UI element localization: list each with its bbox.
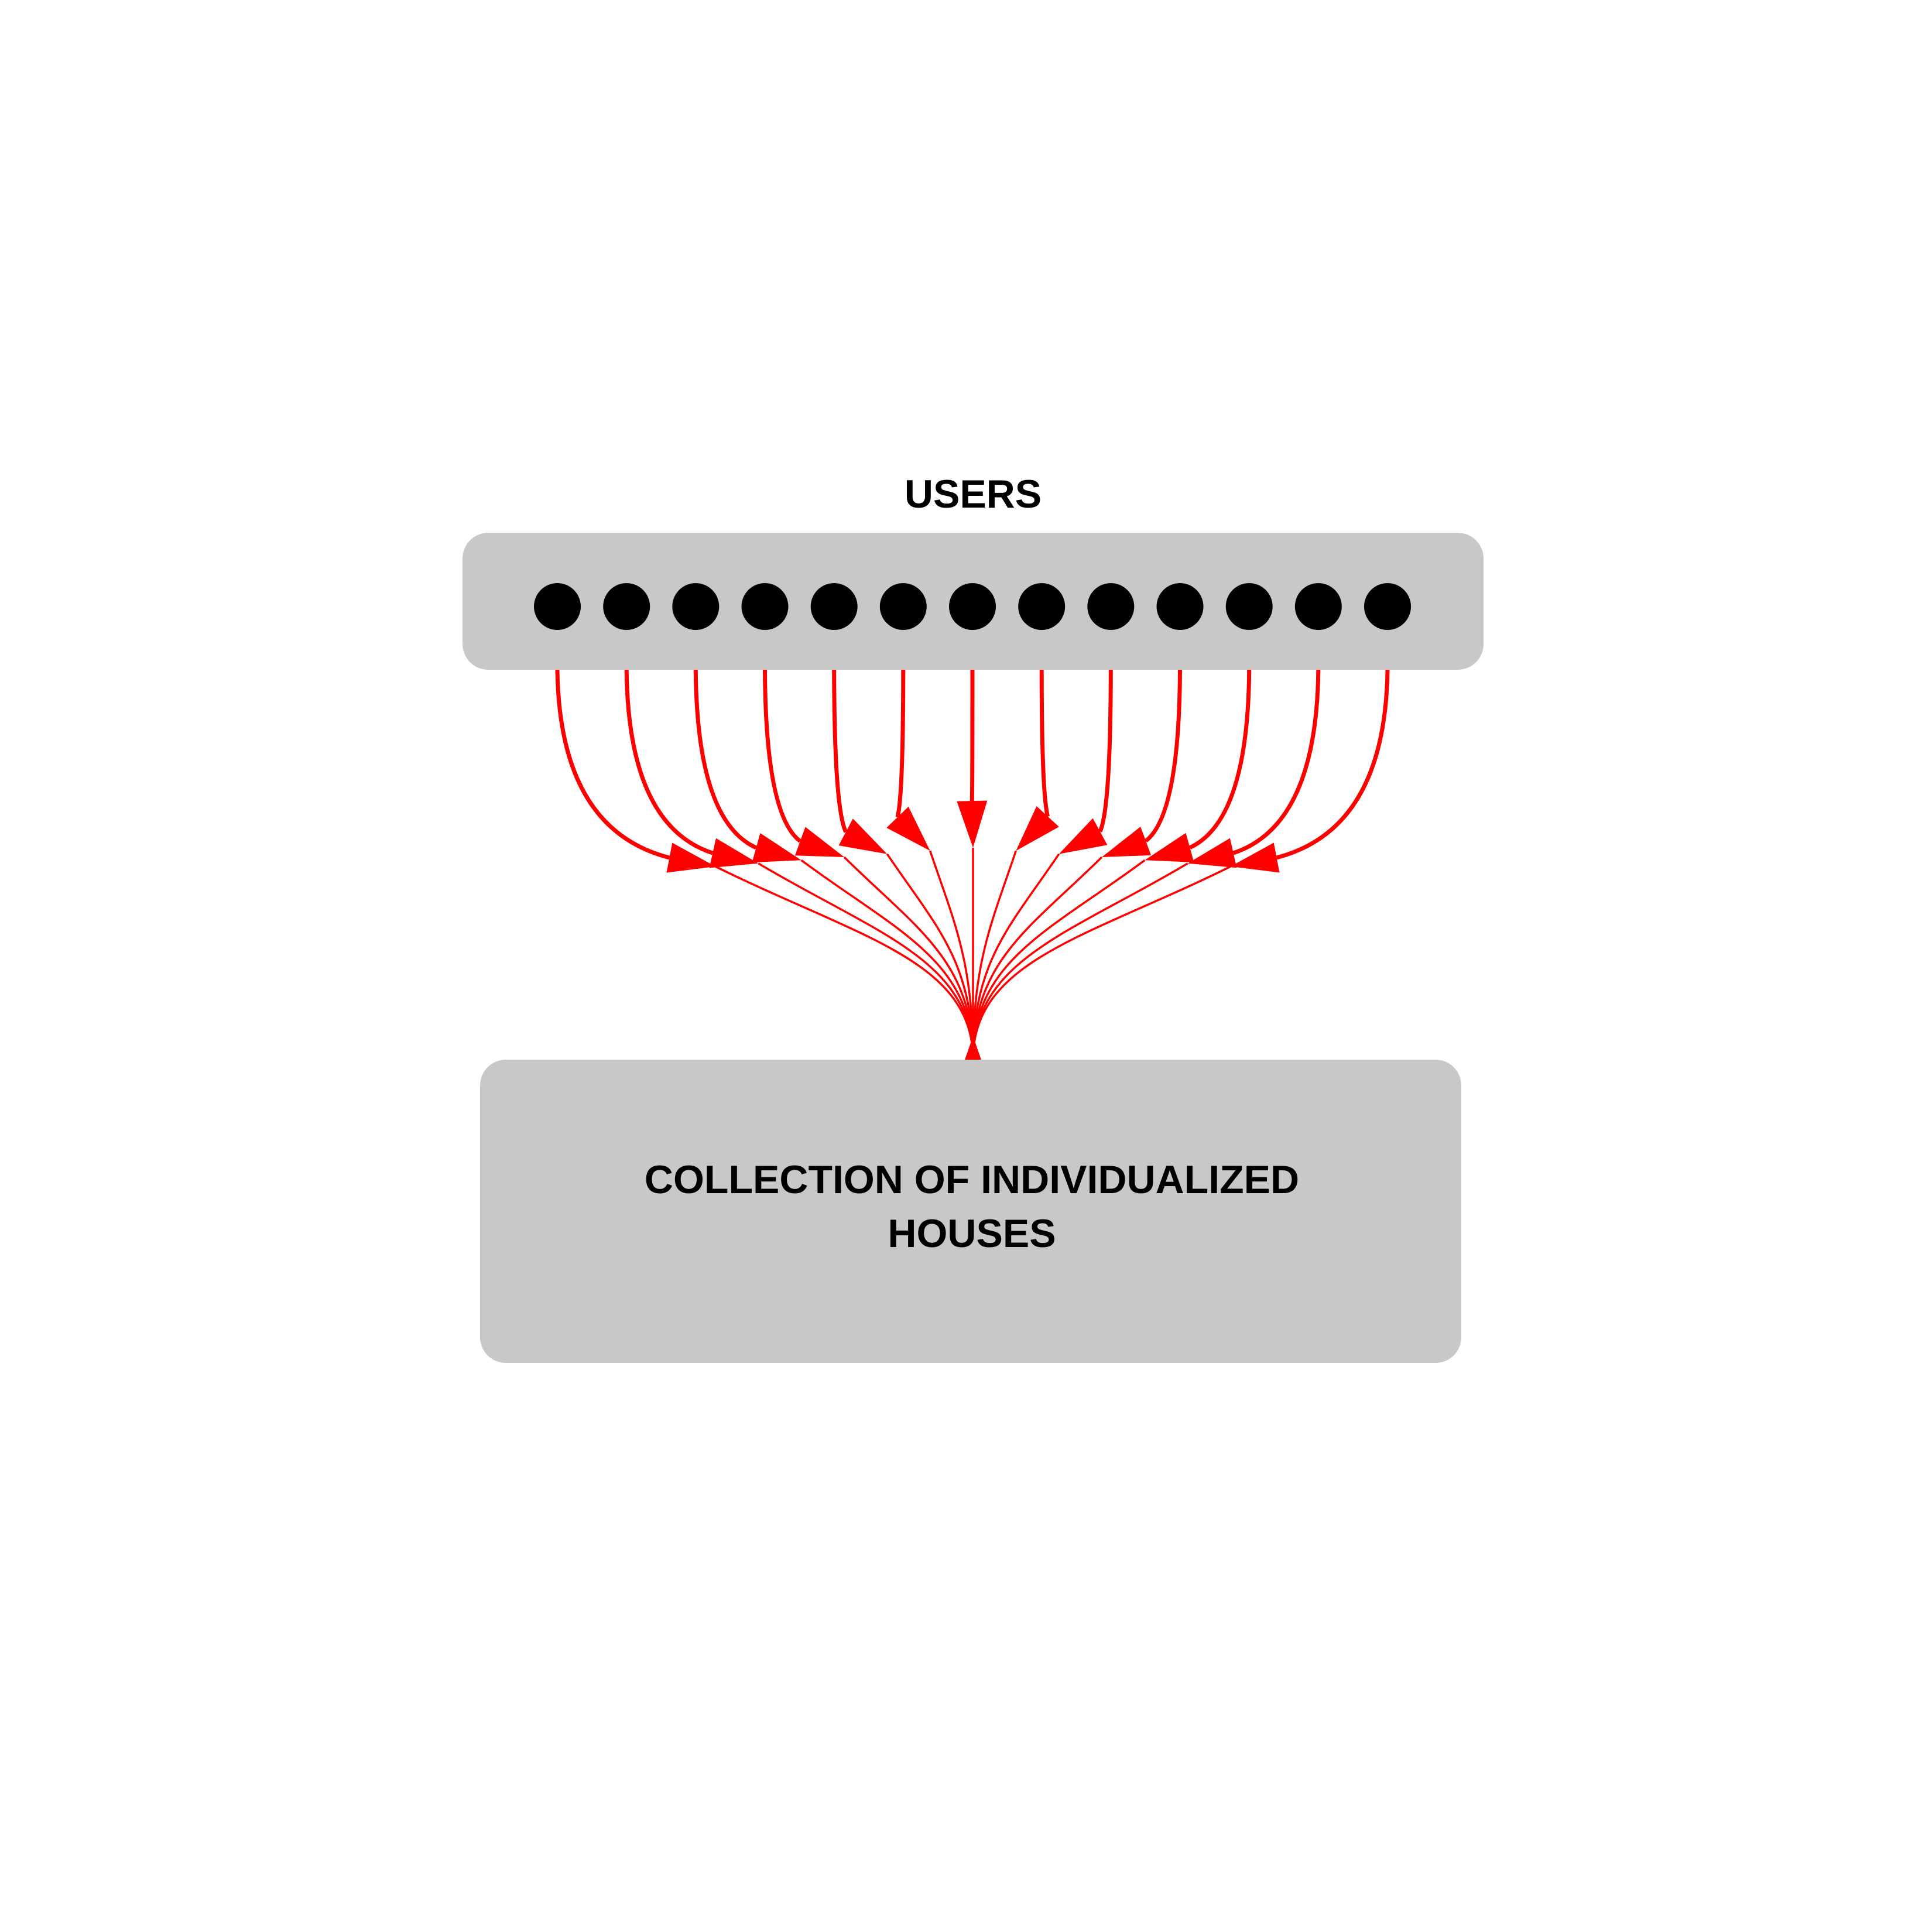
- arrow-shaft: [1276, 669, 1390, 860]
- arrow-head: [886, 806, 930, 851]
- user-dot: [741, 583, 789, 630]
- user-dot: [1294, 583, 1342, 630]
- converging-line: [972, 856, 1103, 1060]
- arrow-head: [752, 833, 801, 863]
- converging-line: [715, 865, 974, 1060]
- arrow-head: [794, 827, 844, 857]
- arrow-shaft: [1144, 669, 1182, 843]
- arrow-head: [1059, 818, 1108, 854]
- arrow-shaft: [1039, 669, 1050, 817]
- arrow-shaft: [1098, 669, 1113, 833]
- users-title: USERS: [905, 472, 1042, 516]
- arrow-head: [1145, 833, 1194, 862]
- user-dot: [1156, 583, 1204, 630]
- arrow-head: [1102, 827, 1152, 857]
- converging-line: [972, 862, 1188, 1060]
- arrow-head: [709, 838, 759, 868]
- converging-line: [972, 865, 1231, 1060]
- user-dot: [534, 583, 581, 630]
- collection-box: [480, 1060, 1461, 1363]
- arrow-head: [1231, 842, 1280, 873]
- user-dot: [949, 583, 996, 630]
- user-dot: [603, 583, 650, 630]
- user-dot: [1364, 583, 1411, 630]
- arrow-head: [838, 818, 888, 854]
- arrow-head: [1016, 806, 1059, 851]
- user-dot: [879, 583, 927, 630]
- arrow-shaft: [895, 669, 906, 818]
- collection-label-line-1: COLLECTION OF INDIVIDUALIZED: [645, 1157, 1299, 1202]
- arrow-shaft: [763, 669, 801, 843]
- arrow-shaft: [1232, 669, 1321, 855]
- arrow-head: [1187, 838, 1237, 868]
- arrow-head: [957, 800, 988, 848]
- arrow-shaft: [555, 669, 670, 860]
- user-dot: [672, 583, 720, 630]
- arrow-shaft: [693, 669, 758, 850]
- convergence-point: [965, 1036, 981, 1060]
- user-dot: [1018, 583, 1066, 630]
- arrow-shaft: [1188, 669, 1252, 849]
- converging-line: [972, 850, 1017, 1060]
- converging-line: [800, 859, 974, 1060]
- collection-label-line-2: HOUSES: [888, 1211, 1056, 1256]
- arrow-shaft: [832, 669, 848, 833]
- user-dot: [810, 583, 858, 630]
- user-dot: [1225, 583, 1273, 630]
- arrow-head: [666, 842, 715, 873]
- user-dots: [534, 583, 1411, 630]
- user-arrows: [555, 669, 1390, 1060]
- converging-line: [972, 859, 1146, 1060]
- converging-line: [758, 862, 974, 1060]
- user-dot: [1087, 583, 1135, 630]
- arrow-shaft: [624, 669, 714, 855]
